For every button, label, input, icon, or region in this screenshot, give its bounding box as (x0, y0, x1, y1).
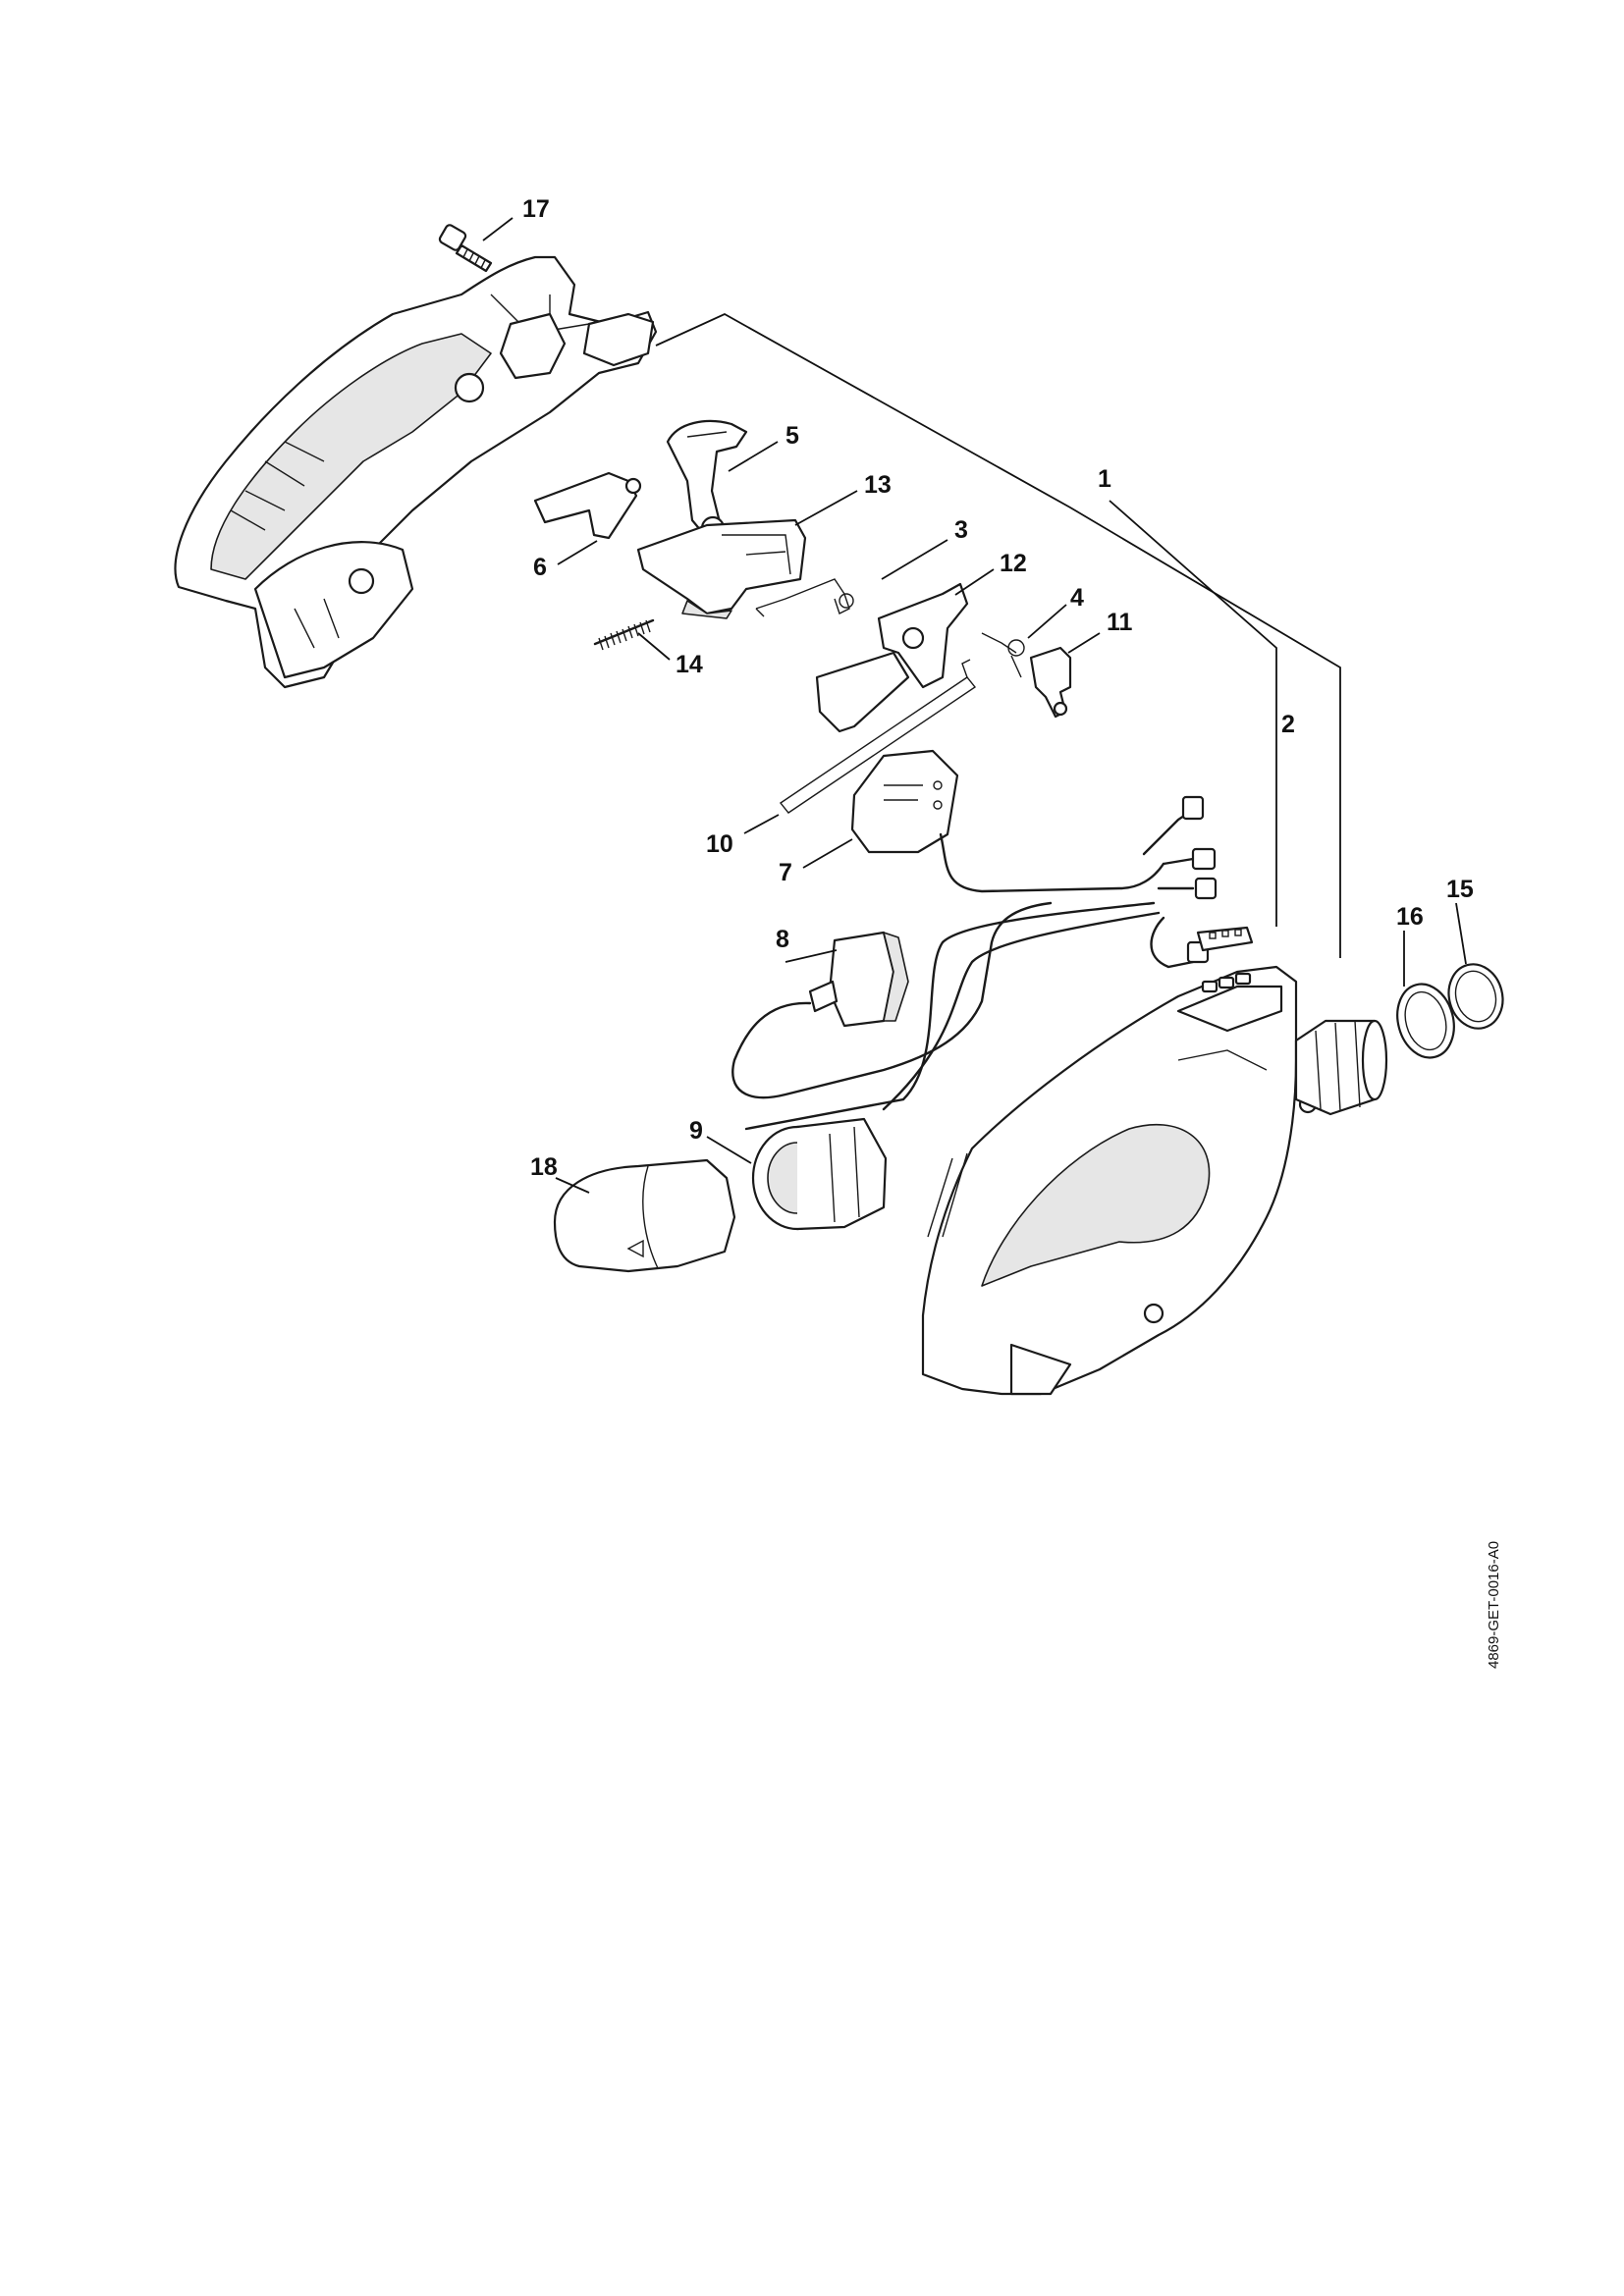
threaded-neck (1294, 1019, 1388, 1116)
part-13-trigger-housing (636, 518, 807, 619)
callout-2: 2 (1281, 711, 1295, 738)
callout-4: 4 (1070, 584, 1084, 612)
callout-17: 17 (522, 195, 550, 223)
callout-16: 16 (1396, 903, 1424, 931)
part-2-wiring-harness (939, 795, 1254, 969)
part-17-screw (438, 224, 493, 273)
callout-18: 18 (530, 1153, 558, 1181)
callout-5: 5 (785, 422, 799, 450)
drawing-id: 4869-GET-0016-A0 (1486, 1541, 1502, 1669)
part-16-ring (1396, 983, 1455, 1059)
part-15-ring (1447, 963, 1504, 1030)
part-6-cover (533, 471, 642, 540)
housing-half-left (174, 255, 658, 689)
callout-15: 15 (1446, 876, 1474, 903)
part-5-lever (666, 420, 748, 541)
callout-13: 13 (864, 471, 892, 499)
callout-labels: 17 5 1 13 3 6 12 4 11 14 2 10 7 15 16 8 … (522, 195, 1474, 1181)
part-4-spring (981, 632, 1025, 678)
callout-11: 11 (1107, 609, 1133, 636)
callout-6: 6 (533, 554, 547, 581)
part-9-battery-socket (751, 1117, 888, 1231)
callout-7: 7 (779, 859, 792, 886)
part-14-spring (593, 618, 655, 651)
part-3-torsion-spring (755, 578, 854, 617)
part-7-control-module (850, 749, 959, 854)
part-18-cap (553, 1158, 736, 1273)
callout-14: 14 (676, 651, 703, 678)
callout-10: 10 (706, 830, 733, 858)
part-10-rod (779, 659, 977, 814)
handle-housing-right (921, 965, 1318, 1396)
callout-9: 9 (689, 1117, 703, 1145)
callout-12: 12 (1000, 550, 1027, 577)
callout-1: 1 (1098, 465, 1111, 493)
leader-lines (482, 217, 1467, 1194)
part-12-switch-lever (815, 582, 969, 733)
part-11-latch (1029, 646, 1072, 719)
callout-3: 3 (954, 516, 968, 544)
part-8-switch (731, 901, 1053, 1099)
callout-8: 8 (776, 926, 789, 953)
